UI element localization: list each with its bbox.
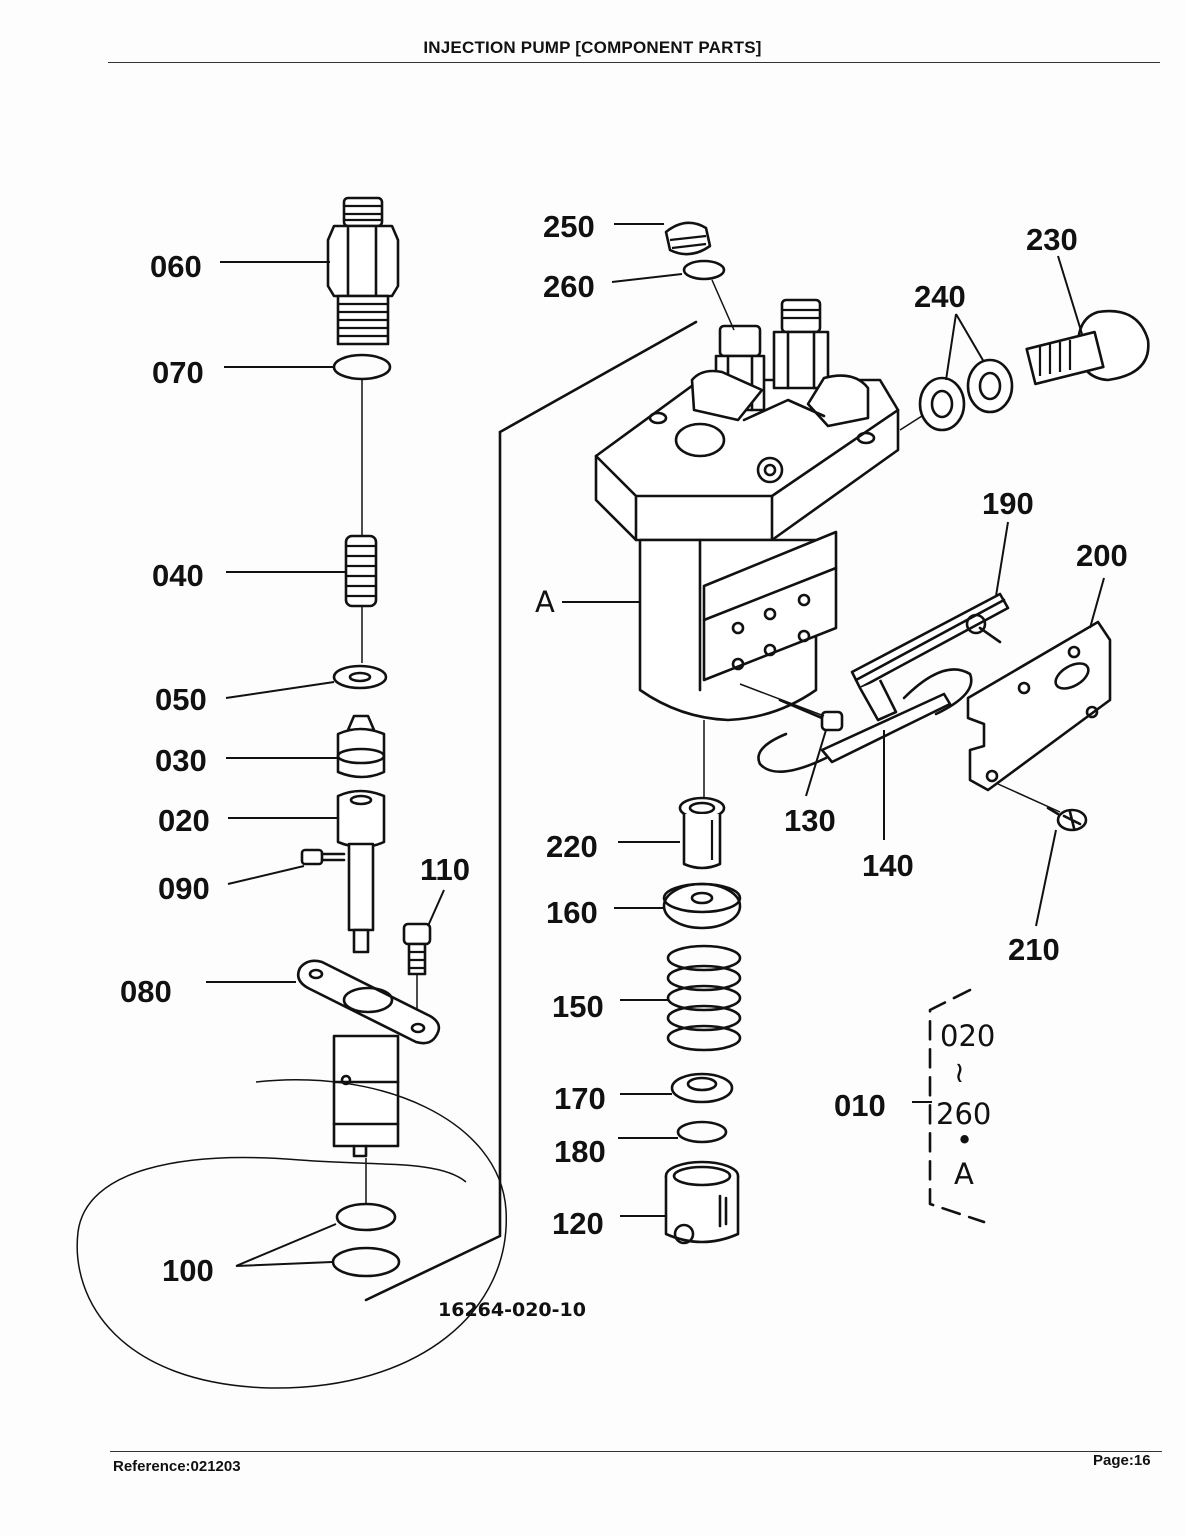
footer-rule	[110, 1451, 1162, 1452]
callout-210: 210	[1008, 932, 1060, 967]
part-110-bolt	[402, 922, 432, 1012]
leader-130	[805, 729, 827, 797]
part-030-valve	[336, 714, 386, 779]
callout-160: 160	[546, 895, 598, 930]
callout-200: 200	[1076, 538, 1128, 573]
callout-080: 080	[120, 974, 172, 1009]
page-title: INJECTION PUMP [COMPONENT PARTS]	[423, 38, 762, 57]
assembly-bracket-010	[928, 988, 986, 1224]
callout-110: 110	[420, 852, 470, 887]
callout-020: 020	[158, 803, 210, 838]
centerline-130	[739, 683, 825, 717]
leader-260	[611, 273, 683, 283]
callout-060: 060	[150, 249, 202, 284]
part-190-control-rack	[850, 592, 1010, 722]
part-080-flange	[296, 959, 441, 1045]
callout-150: 150	[552, 989, 604, 1024]
callout-labels: 060 070 040 050 030 020 090 110 080 100 …	[120, 209, 1128, 1321]
assembly-note-from: 020	[940, 1019, 995, 1053]
callout-250: 250	[543, 209, 595, 244]
callout-260: 260	[543, 269, 595, 304]
part-130-screw	[778, 698, 844, 732]
part-100-o-ring-lower	[331, 1246, 401, 1278]
footer-page-number: Page:16	[1093, 1452, 1151, 1469]
leader-240	[945, 313, 985, 381]
assembly-note-dot: •	[956, 1123, 973, 1157]
centerline-240	[899, 415, 923, 431]
callout-140: 140	[862, 848, 914, 883]
part-160-spring-seat	[662, 882, 742, 930]
drawing-number: 16264-020-10	[438, 1299, 586, 1321]
callout-070: 070	[152, 355, 204, 390]
leader-090	[227, 865, 305, 885]
part-220-sleeve	[678, 796, 726, 870]
callout-090: 090	[158, 871, 210, 906]
callout-240: 240	[914, 279, 966, 314]
callout-030: 030	[155, 743, 207, 778]
centerline-210	[997, 783, 1061, 813]
part-050-washer	[332, 664, 388, 690]
centerline-250	[711, 279, 735, 331]
leader-190	[995, 521, 1009, 597]
part-060-delivery-valve-holder	[326, 196, 400, 346]
callout-050: 050	[155, 682, 207, 717]
assembly-note-plus: A	[954, 1157, 974, 1191]
part-210-screw	[1046, 806, 1088, 832]
part-150-plunger-spring	[666, 944, 742, 1052]
leader-100	[235, 1223, 337, 1267]
bracket-line-left	[364, 430, 502, 1302]
part-200-cover-plate	[966, 620, 1112, 792]
bracket-line-top	[498, 320, 698, 434]
part-240-washer-a	[966, 358, 1014, 414]
assembly-note-tilde: ≀	[954, 1055, 965, 1089]
part-040-spring	[344, 534, 378, 608]
callout-100: 100	[162, 1253, 214, 1288]
header-rule	[108, 62, 1160, 63]
callout-190: 190	[982, 486, 1034, 521]
part-230-banjo-bolt	[1025, 309, 1150, 386]
leader-200	[1089, 577, 1105, 629]
part-body-lower-left	[332, 1034, 400, 1158]
callout-A: A	[535, 585, 555, 619]
leader-050	[225, 681, 335, 699]
part-020-valve-seat	[336, 789, 386, 954]
assembly-note-to: 260	[936, 1097, 991, 1131]
leader-230	[1057, 255, 1083, 335]
callout-220: 220	[546, 829, 598, 864]
footer-reference: Reference:021203	[113, 1458, 241, 1475]
hand-drawn-circle-annotation	[76, 1078, 507, 1389]
part-240-washer-b	[918, 376, 966, 432]
callout-040: 040	[152, 558, 204, 593]
part-100-o-ring-upper	[335, 1202, 397, 1232]
part-140-lever	[757, 692, 952, 774]
callout-230: 230	[1026, 222, 1078, 257]
leader-110	[427, 889, 445, 927]
callout-170: 170	[554, 1081, 606, 1116]
part-120-tappet	[664, 1160, 740, 1245]
part-090-screw	[300, 848, 346, 866]
callout-010: 010	[834, 1088, 886, 1123]
part-070-o-ring	[332, 353, 392, 381]
part-180-ring	[676, 1120, 728, 1144]
leader-210	[1035, 829, 1057, 927]
callout-180: 180	[554, 1134, 606, 1169]
part-pump-body	[594, 298, 900, 722]
part-260-gasket	[682, 259, 726, 281]
callout-120: 120	[552, 1206, 604, 1241]
part-170-lower-seat	[670, 1072, 734, 1104]
part-250-plug	[664, 221, 712, 256]
callout-130: 130	[784, 803, 836, 838]
